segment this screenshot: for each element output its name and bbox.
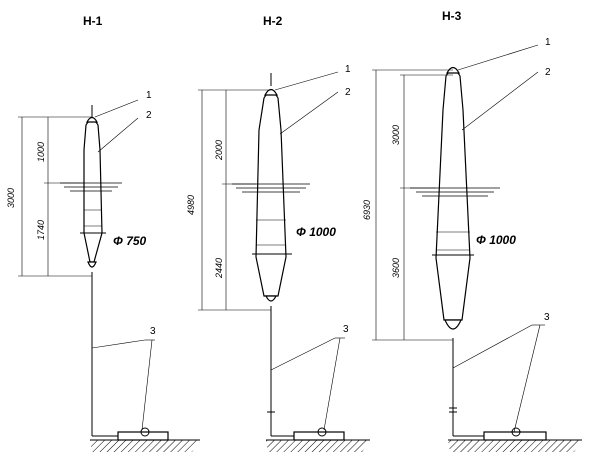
buoy-h3-body — [435, 69, 471, 321]
buoy-h3-seabed — [448, 440, 582, 452]
buoy-h3-anchor-shackle — [511, 427, 521, 437]
buoy-h1-title: H-1 — [83, 14, 103, 28]
buoy-h1-callout-1: 1 — [146, 90, 152, 101]
buoy-h3-dim-bottom: 3600 — [391, 258, 401, 278]
buoy-h3-callout-2: 2 — [545, 67, 551, 78]
buoy-h3-callout-leader — [513, 324, 541, 433]
buoy-h1-callout-leader — [97, 117, 139, 153]
buoy-h2-anchor-shackle — [317, 427, 327, 437]
buoy-h2-callout-leader — [270, 337, 336, 371]
buoy-h1-callout-2: 2 — [146, 110, 152, 121]
buoy-h3: H-3 6930 3000 3600 Φ 1000 1 2 — [362, 9, 582, 452]
buoy-h1-anchor-shackle — [140, 427, 150, 437]
buoy-h3-title: H-3 — [442, 9, 462, 23]
buoy-h2-anchor-block — [293, 431, 345, 441]
buoy-h2-dim-total: 4980 — [186, 195, 196, 215]
buoy-h3-callout-3: 3 — [544, 312, 550, 323]
buoy-h1-callout-3: 3 — [150, 326, 156, 337]
buoy-h2-callout-leader — [323, 337, 341, 431]
buoy-h2-title: H-2 — [263, 14, 283, 28]
buoy-h3-callout-leader — [457, 44, 539, 71]
buoy-h1-dimensions — [18, 116, 92, 277]
buoy-h2-callout-3: 3 — [343, 324, 349, 335]
buoy-h3-callout-1: 1 — [545, 37, 551, 48]
buoy-h2-dim-bottom: 2440 — [214, 258, 224, 279]
buoy-h1-callout-leader — [94, 99, 139, 118]
buoy-h2-body — [255, 91, 287, 297]
buoy-h2: H-2 4980 2000 2440 Φ 1000 1 2 — [186, 14, 370, 452]
buoy-h3-callout-leader — [461, 71, 539, 131]
buoy-h1: H-1 3000 1000 1740 Φ 750 1 2 — [6, 14, 200, 452]
buoy-h3-dim-top: 3000 — [391, 125, 401, 145]
buoy-h2-bottom-cap — [265, 295, 277, 302]
buoy-h2-callout-leader — [279, 91, 339, 135]
buoy-h2-callout-leader — [274, 71, 339, 91]
buoy-h2-top-cap — [263, 88, 279, 96]
buoy-h3-dimensions — [372, 69, 453, 341]
buoy-h1-dim-bottom: 1740 — [36, 220, 46, 240]
buoy-h1-dim-total: 3000 — [6, 188, 16, 208]
buoy-h1-top-cap — [85, 116, 99, 123]
buoy-h3-bottom-cap — [444, 319, 462, 330]
buoy-h1-seabed — [90, 440, 200, 452]
buoy-h2-diameter: Φ 1000 — [296, 225, 336, 239]
buoy-h2-seabed — [266, 440, 370, 452]
buoy-h2-dim-top: 2000 — [214, 140, 224, 161]
buoy-h3-callout-leader — [452, 324, 533, 369]
buoy-h1-callout-leader — [91, 339, 146, 349]
buoy-h1-diameter: Φ 750 — [113, 234, 147, 248]
buoy-h2-dimensions — [198, 89, 271, 311]
buoy-h3-diameter: Φ 1000 — [476, 233, 516, 247]
buoy-h3-dim-total: 6930 — [362, 200, 372, 220]
buoy-h1-dim-top: 1000 — [36, 142, 46, 162]
buoy-h2-callout-2: 2 — [345, 87, 351, 98]
buoy-h1-callout-leader — [141, 339, 153, 431]
buoy-h2-callout-1: 1 — [345, 64, 351, 75]
buoy-h1-bottom-cap — [87, 261, 97, 268]
